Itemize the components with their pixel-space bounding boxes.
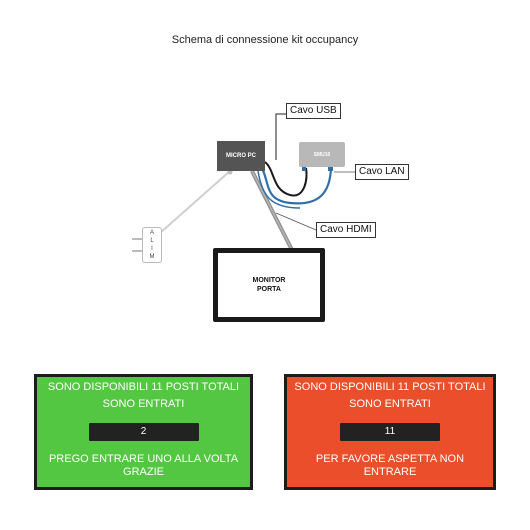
screen-message-2: GRAZIE (123, 466, 164, 478)
label-hdmi: Cavo HDMI (316, 222, 376, 238)
usb-cable (264, 161, 308, 197)
occupancy-counter: 11 (340, 423, 440, 441)
alim-letter: A (149, 230, 154, 236)
lan-cable-2 (257, 170, 301, 209)
usb-connector (302, 166, 306, 171)
screen-message-2: ENTRARE (363, 466, 417, 478)
lan-cable (261, 167, 333, 205)
screen-message-1: PER FAVORE ASPETTA NON (315, 453, 465, 465)
micro-pc-label: MICRO PC (226, 153, 256, 159)
label-usb: Cavo USB (286, 103, 341, 119)
plug-prong-top (132, 238, 142, 240)
smu-label: SMU10 (313, 151, 331, 158)
monitor-label-2: PORTA (257, 286, 281, 293)
screen-line-total: SONO DISPONIBILI 11 POSTI TOTALI (294, 381, 486, 393)
screen-full: SONO DISPONIBILI 11 POSTI TOTALI SONO EN… (284, 374, 496, 490)
diagram-title: Schema di connessione kit occupancy (171, 34, 359, 46)
alim-letter: L (150, 238, 154, 244)
screen-line-entered: SONO ENTRATI (102, 398, 185, 410)
monitor-label-1: MONITOR (252, 277, 286, 284)
occupancy-counter: 2 (88, 423, 199, 441)
power-plug: A L I M (142, 227, 162, 263)
screen-line-total: SONO DISPONIBILI 11 POSTI TOTALI (47, 381, 240, 393)
usb-leader (275, 113, 286, 160)
micro-pc-box: MICRO PC (217, 141, 265, 171)
screen-line-entered: SONO ENTRATI (349, 398, 431, 410)
alim-letter: M (149, 254, 155, 260)
hdmi-leader (275, 212, 317, 231)
label-lan: Cavo LAN (355, 164, 409, 180)
alim-letter: I (151, 246, 153, 252)
smu-device-box: SMU10 (299, 142, 345, 167)
hdmi-cable-inner (251, 170, 293, 251)
screen-message-1: PREGO ENTRARE UNO ALLA VOLTA (48, 453, 239, 465)
lan-connector (328, 166, 333, 171)
power-cable (159, 170, 231, 234)
plug-prong-bottom (132, 250, 142, 252)
monitor-porta: MONITOR PORTA (213, 248, 325, 322)
screen-available: SONO DISPONIBILI 11 POSTI TOTALI SONO EN… (34, 374, 253, 490)
